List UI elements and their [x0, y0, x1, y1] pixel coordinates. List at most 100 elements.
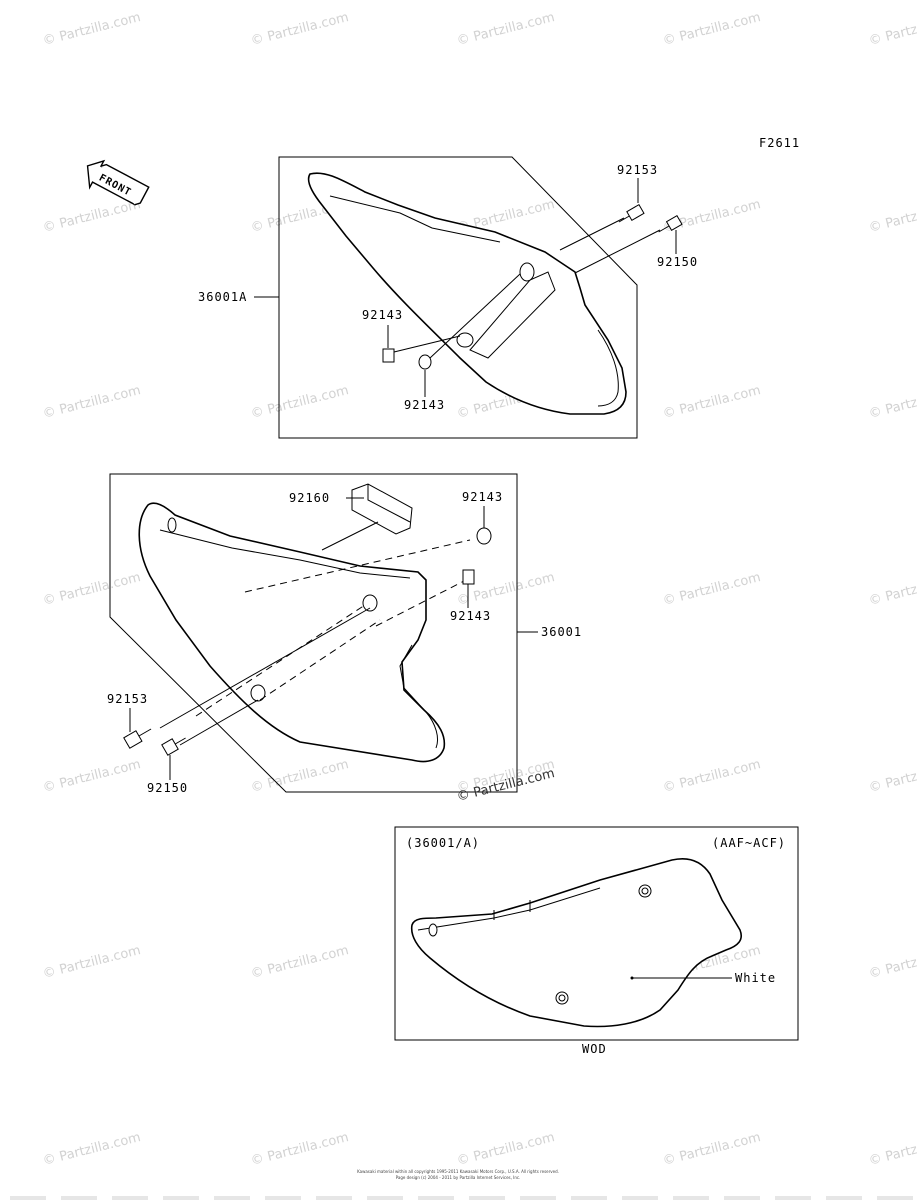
callout-top-bolt-b: 92150 [657, 255, 698, 269]
watermark: © Partzilla.com [249, 943, 350, 982]
watermark: © Partzilla.com [41, 383, 142, 422]
cover-ridge-mid [159, 529, 411, 579]
top-assembly-frame [278, 156, 638, 439]
strip-mark [520, 1196, 556, 1200]
washer-top-a [382, 348, 395, 363]
watermark: © Partzilla.com [661, 10, 762, 49]
bottom-strip [10, 1196, 913, 1200]
align-line-1 [244, 539, 471, 593]
watermark: © Partzilla.com [41, 1130, 142, 1169]
watermark: © Partzilla.com [867, 10, 917, 49]
side-cover-36001A [307, 172, 627, 415]
strip-mark [622, 1196, 658, 1200]
strip-mark [163, 1196, 199, 1200]
strip-mark [877, 1196, 913, 1200]
washer-top-b [418, 354, 432, 370]
side-cover-white-variant [410, 858, 742, 1028]
bolt-92150-mid [161, 737, 186, 756]
variant-ridge [417, 887, 601, 931]
watermark: © Partzilla.com [249, 1130, 350, 1169]
figure-code: F2611 [759, 136, 800, 150]
strip-mark [10, 1196, 46, 1200]
washer-mid-a [476, 527, 492, 545]
strip-mark [724, 1196, 760, 1200]
strip-mark [265, 1196, 301, 1200]
watermark: © Partzilla.com [41, 197, 142, 236]
callout-top-bolt-a: 92153 [617, 163, 658, 177]
side-cover-36001 [138, 502, 446, 763]
callout-mid-pad: 92160 [289, 491, 330, 505]
pad-edge [367, 484, 411, 523]
variant-hole-front [428, 923, 438, 937]
align-line-2 [375, 579, 467, 627]
callout-top-cover: 36001A [198, 290, 247, 304]
callout-mid-washer-a: 92143 [462, 490, 503, 504]
strip-mark [775, 1196, 811, 1200]
callout-top-washer-b: 92143 [404, 398, 445, 412]
variant-model-range: (AAF~ACF) [712, 836, 786, 850]
variant-caption: WOD [582, 1042, 607, 1056]
strip-mark [316, 1196, 352, 1200]
watermark: © Partzilla.com [867, 570, 917, 609]
watermark: © Partzilla.com [867, 1130, 917, 1169]
watermark: © Partzilla.com [455, 10, 556, 49]
watermark: © Partzilla.com [867, 943, 917, 982]
watermark: © Partzilla.com [661, 570, 762, 609]
align-line-3 [195, 604, 366, 717]
cover-hole-lower [250, 684, 266, 702]
footer-copyright-1: Kawasaki material within all copyrights … [357, 1169, 559, 1174]
variant-hole-lower-inner [558, 994, 566, 1002]
watermark: © Partzilla.com [867, 197, 917, 236]
cover-hole-upper [362, 594, 378, 612]
strip-mark [214, 1196, 250, 1200]
strip-mark [826, 1196, 862, 1200]
callout-mid-bolt-a: 92153 [107, 692, 148, 706]
pad-pointer [321, 521, 379, 551]
leader-top-bolt-a [559, 217, 625, 251]
leader-washer-a [393, 335, 461, 353]
bolt-92153-top [618, 203, 645, 223]
strip-mark [469, 1196, 505, 1200]
top-assembly: 92153 92150 36001A 92143 92143 [198, 156, 698, 439]
bolt-line-a [159, 607, 371, 729]
washer-mid-b [462, 569, 475, 585]
align-line-4 [259, 619, 381, 701]
cover-hole-front [167, 517, 177, 533]
watermark: © Partzilla.com [661, 383, 762, 422]
watermark: © Partzilla.com [455, 1130, 556, 1169]
bolt-line-b [179, 699, 259, 746]
strip-mark [61, 1196, 97, 1200]
bolt-92150-top [658, 214, 683, 233]
watermark: © Partzilla.com [867, 757, 917, 796]
watermark: © Partzilla.com [661, 757, 762, 796]
cover-ridge-line [329, 195, 501, 243]
mounting-bracket [469, 271, 556, 359]
callout-mid-washer-b: 92143 [450, 609, 491, 623]
watermark: © Partzilla.com [41, 943, 142, 982]
strip-mark [418, 1196, 454, 1200]
variant-box-frame [394, 826, 799, 1041]
leader-top-bolt-b [574, 229, 661, 274]
callout-top-washer-a: 92143 [362, 308, 403, 322]
strip-mark [112, 1196, 148, 1200]
strip-mark [673, 1196, 709, 1200]
variant-part-ref: (36001/A) [406, 836, 480, 850]
strip-mark [367, 1196, 403, 1200]
boss-lower [456, 332, 474, 348]
strip-mark [571, 1196, 607, 1200]
watermark: © Partzilla.com [249, 383, 350, 422]
variant-box: (36001/A) (AAF~ACF) White WOD [394, 826, 799, 1056]
front-arrow-icon: FRONT [86, 159, 150, 206]
callout-mid-bolt-b: 92150 [147, 781, 188, 795]
watermark: © Partzilla.com [249, 757, 350, 796]
watermark: © Partzilla.com [249, 10, 350, 49]
watermark: © Partzilla.com [41, 757, 142, 796]
middle-assembly: 92160 92143 92143 36001 92153 92150 [107, 473, 581, 795]
watermark: © Partzilla.com [867, 383, 917, 422]
cover-edge-line [597, 329, 619, 407]
watermark: © Partzilla.com [41, 570, 142, 609]
variant-color-note: White [735, 971, 776, 985]
variant-hole-upper-inner [641, 887, 649, 895]
